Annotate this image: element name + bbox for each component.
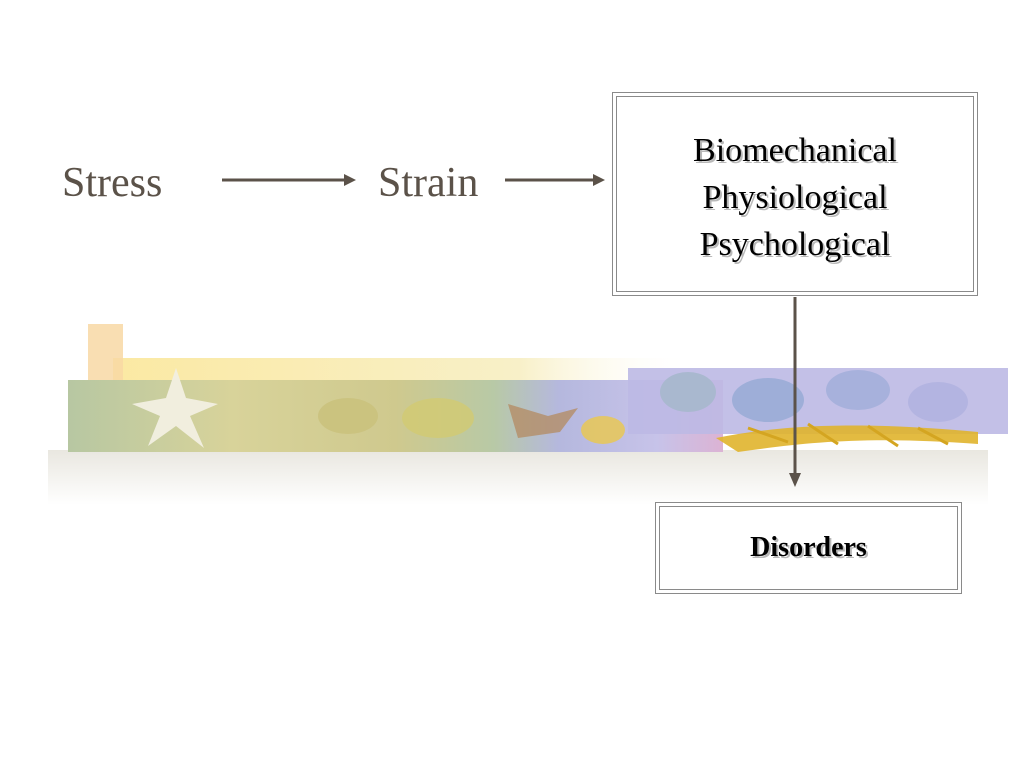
effects-box: Biomechanical Physiological Psychologica…	[616, 96, 974, 292]
disorders-label: Disorders	[750, 532, 867, 563]
effect-biomechanical: Biomechanical	[693, 132, 897, 169]
decorative-banner-image	[48, 324, 1008, 505]
strain-label: Strain	[378, 160, 479, 206]
arrow-stress-to-strain	[222, 174, 356, 186]
effect-psychological: Psychological	[699, 226, 891, 263]
stress-label: Stress	[62, 160, 163, 206]
disorders-box: Disorders	[659, 506, 958, 590]
effects-list: Biomechanical Physiological Psychologica…	[617, 127, 973, 268]
arrow-strain-to-effects	[505, 174, 605, 186]
arrow-effects-to-disorders	[789, 297, 801, 487]
effect-physiological: Physiological	[702, 179, 888, 216]
